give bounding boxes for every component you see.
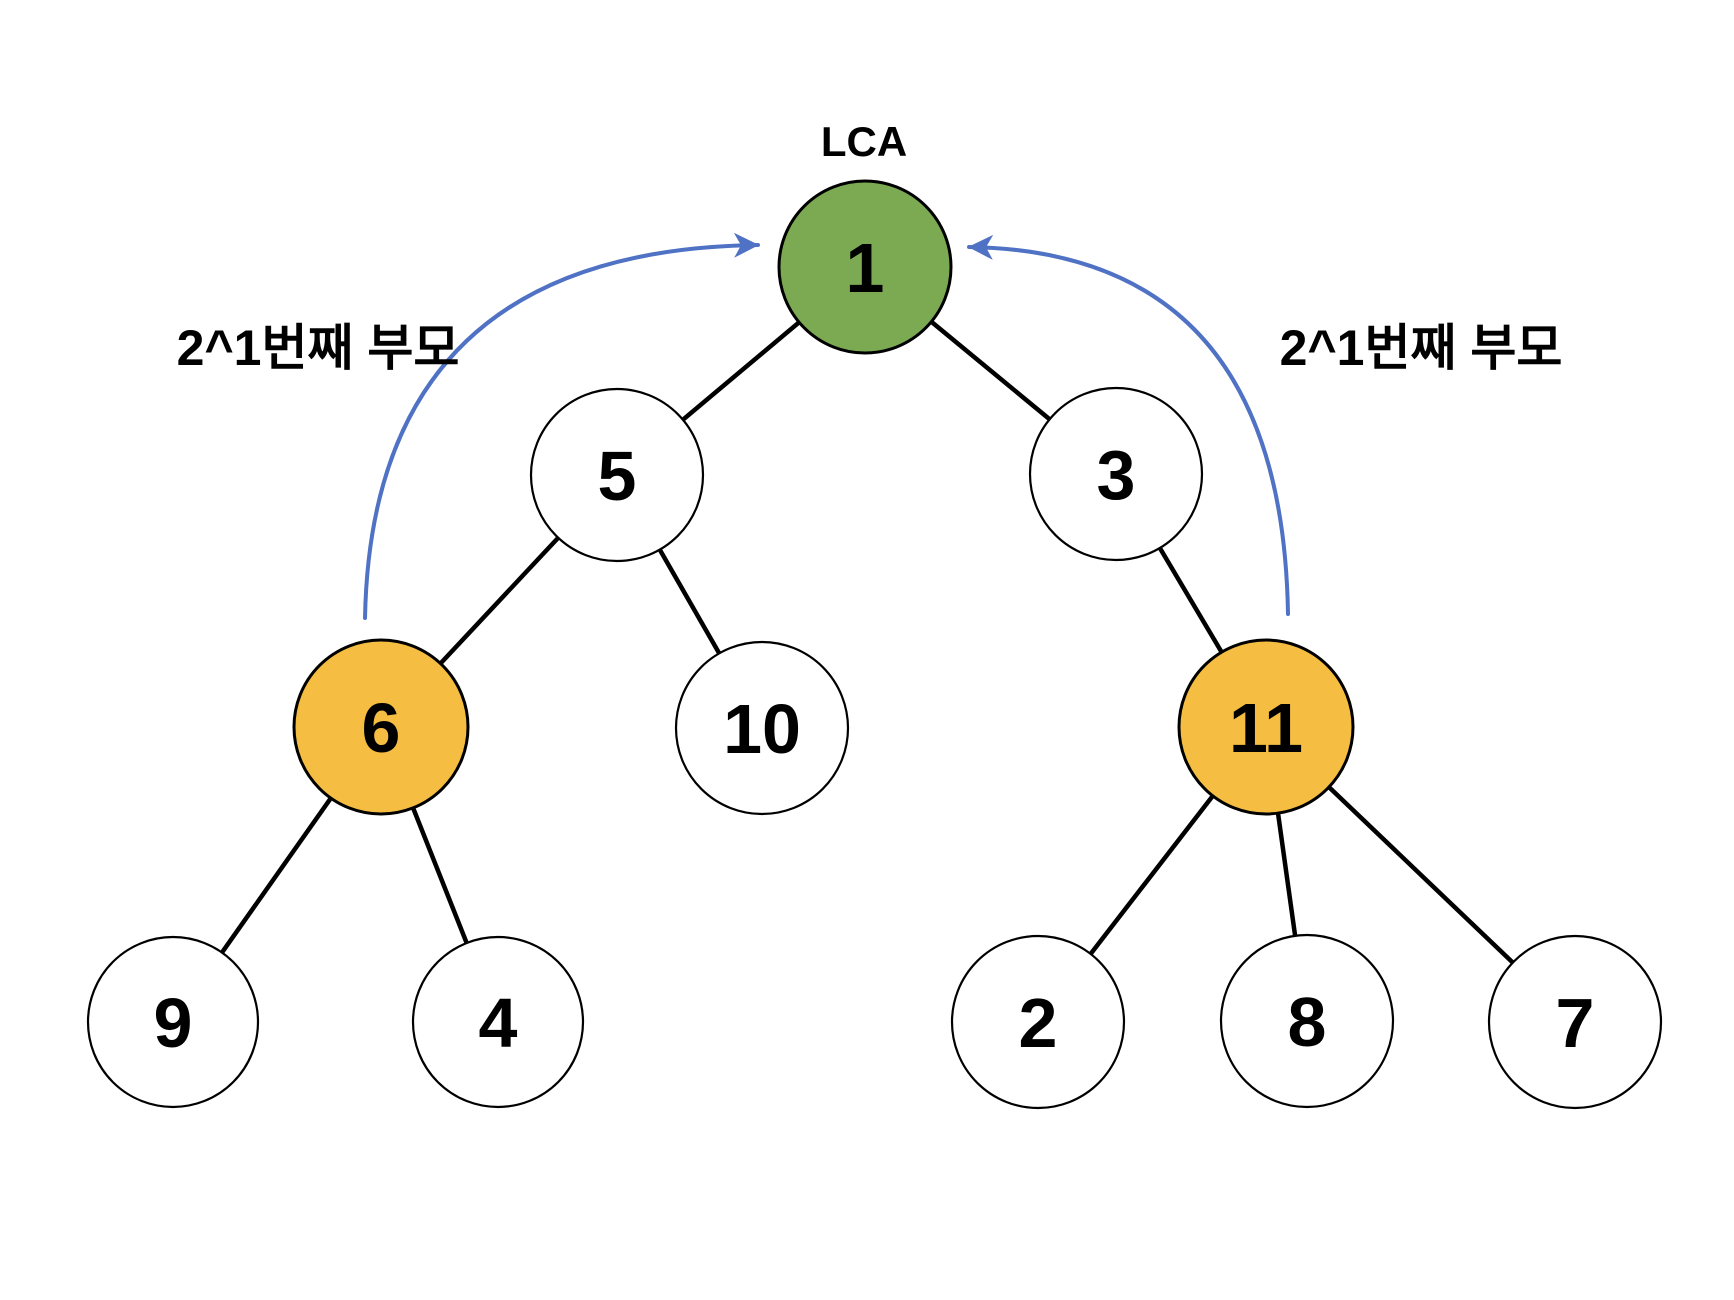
node-circle-9 bbox=[86, 935, 260, 1109]
node-circle-3 bbox=[1028, 386, 1204, 562]
jump-arrow-6-to-1 bbox=[363, 232, 760, 620]
node-label-4: 4 bbox=[479, 984, 518, 1062]
node-label-11: 11 bbox=[1229, 689, 1303, 767]
tree-node-1: 1 bbox=[777, 179, 953, 355]
tree-node-5: 5 bbox=[529, 387, 705, 563]
node-label-5: 5 bbox=[598, 437, 637, 515]
lca-caption: LCA bbox=[820, 118, 908, 165]
node-circle-2 bbox=[950, 934, 1126, 1110]
node-circle-10 bbox=[674, 640, 850, 816]
node-label-8: 8 bbox=[1288, 983, 1327, 1061]
tree-node-7: 7 bbox=[1487, 934, 1663, 1110]
node-circle-11 bbox=[1177, 638, 1355, 816]
node-label-3: 3 bbox=[1097, 436, 1136, 514]
tree-node-11: 11 bbox=[1177, 638, 1355, 816]
node-circle-8 bbox=[1219, 933, 1395, 1109]
node-circle-4 bbox=[411, 935, 585, 1109]
tree-node-10: 10 bbox=[674, 640, 850, 816]
node-label-6: 6 bbox=[362, 689, 401, 767]
jump-arrow-label-left: 2^1번째 부모 bbox=[176, 320, 460, 376]
jump-arrow-label-right: 2^1번째 부모 bbox=[1279, 320, 1563, 376]
tree-node-2: 2 bbox=[950, 934, 1126, 1110]
tree-node-9: 9 bbox=[86, 935, 260, 1109]
node-circle-5 bbox=[529, 387, 705, 563]
tree-node-6: 6 bbox=[292, 638, 470, 816]
node-label-1: 1 bbox=[846, 229, 885, 307]
node-label-7: 7 bbox=[1556, 984, 1595, 1062]
node-circle-1 bbox=[777, 179, 953, 355]
node-label-9: 9 bbox=[154, 984, 193, 1062]
tree-node-4: 4 bbox=[411, 935, 585, 1109]
tree-node-8: 8 bbox=[1219, 933, 1395, 1109]
jump-arrow-11-to-1 bbox=[967, 234, 1290, 616]
arrows-layer bbox=[363, 232, 1290, 620]
node-circle-7 bbox=[1487, 934, 1663, 1110]
nodes-layer: 1 5 3 6 10 11 9 4 2 8 7 bbox=[86, 179, 1663, 1110]
node-label-10: 10 bbox=[723, 690, 801, 768]
node-circle-6 bbox=[292, 638, 470, 816]
tree-node-3: 3 bbox=[1028, 386, 1204, 562]
node-label-2: 2 bbox=[1019, 984, 1058, 1062]
